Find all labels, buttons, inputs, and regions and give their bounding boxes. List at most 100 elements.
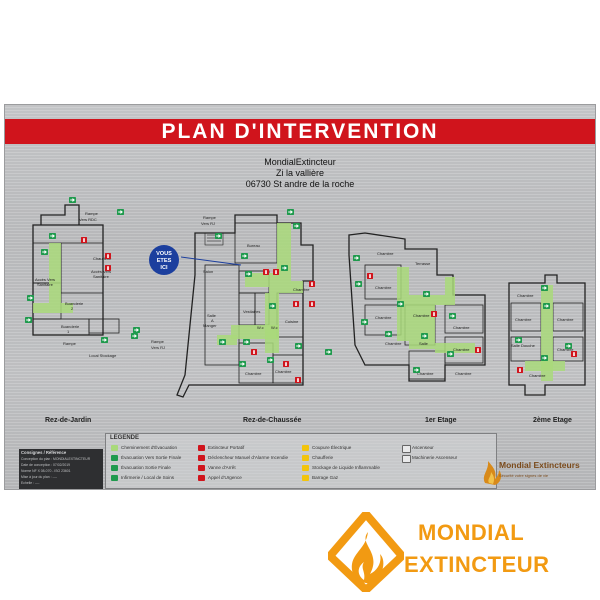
alarm-call-point-icon [198,455,205,461]
flammable-storage-icon [302,465,309,471]
svg-text:Chambre: Chambre [453,347,470,352]
extinguisher-icon [198,445,205,451]
legend-item: Extincteur Portatif [208,445,245,450]
svg-text:Vers RJ: Vers RJ [151,345,165,350]
brand-flame-logo-icon [328,512,404,592]
legend-item: Cheminement d'Évacuation [121,445,178,450]
legend-item: Évacuation Vers Sortie Finale [121,455,182,460]
legend-item: Appel d'Urgence [208,475,242,480]
svg-text:Chambre: Chambre [529,373,546,378]
svg-text:A: A [211,318,214,323]
info-line: Norme NF X 08-070 - ISO 23601 [21,469,71,473]
svg-text:Chambre: Chambre [557,347,574,352]
svg-text:Bureau: Bureau [247,243,260,248]
svg-text:Chambre: Chambre [515,317,532,322]
svg-text:Chambre: Chambre [417,371,434,376]
svg-text:Chambre: Chambre [453,325,470,330]
svg-text:Chambre: Chambre [275,369,292,374]
emergency-phone-icon [198,475,205,481]
info-line: Date de conception : 07/02/2019 [21,463,71,467]
svg-text:Chambre: Chambre [377,251,394,256]
svg-text:Chambre: Chambre [245,371,262,376]
plate-brand-name: Mondial Extincteurs [499,460,580,470]
svg-text:1: 1 [67,329,70,334]
svg-text:Vers RDC: Vers RDC [79,217,97,222]
legend-item: Machinerie Ascenseur [412,455,458,460]
info-header: Consignes / Référence [21,450,67,455]
svg-text:Rampe: Rampe [203,215,217,220]
floor-rez-de-jardin: Rampe Vers RDC Accès Vers Sanitaire Chau… [24,196,141,358]
svg-text:Rampe: Rampe [63,341,77,346]
final-exit-icon [111,465,118,471]
floor-label-2eme-etage: 2ème Etage [533,417,572,424]
svg-text:Salle: Salle [419,341,429,346]
floor-1er-etage: Chambre Terrasse Chambre Chambre Chambre… [348,232,486,382]
path-swatch-icon [111,445,118,451]
svg-text:Chambre: Chambre [375,315,392,320]
you-are-here-line-2: ETES [157,258,172,264]
title-banner [5,119,595,144]
brand-name-line-1: MONDIAL [418,520,525,545]
address-line-2: Zi la vallière [275,168,324,178]
svg-text:Vestiaires: Vestiaires [243,309,260,314]
shutoff-valve-icon [198,465,205,471]
floor-label-rez-de-chaussee: Rez-de-Chaussée [243,417,302,424]
svg-text:Chambre: Chambre [557,317,574,322]
svg-text:Chambre: Chambre [413,313,430,318]
legend-title: LEGENDE [110,435,140,441]
svg-text:Buanderie: Buanderie [65,301,84,306]
svg-text:Chambre: Chambre [385,341,402,346]
svg-text:2: 2 [71,306,74,311]
svg-text:Accès Vers: Accès Vers [35,277,55,282]
floor-plans-svg: Rampe Vers RDC Accès Vers Sanitaire Chau… [24,196,586,398]
legend-item: Coupure Électrique [312,445,352,450]
legend-item: Stockage de Liquide Inflammable [312,465,380,470]
svg-text:W.c: W.c [271,325,278,330]
info-line: Echelle : ---- [21,481,40,485]
intervention-plan-plate: PLAN D'INTERVENTION MondialExtincteur Zi… [4,104,596,490]
address-line-3: 06730 St andre de la roche [245,179,355,189]
floor-rez-de-chaussee: Rampe Vers RJ Bureau Salon Salle A Mange… [130,208,333,398]
svg-text:Chambre: Chambre [517,293,534,298]
svg-text:Salle Douche: Salle Douche [511,343,536,348]
electric-cutoff-icon [302,445,309,451]
legend-item: Chaufferie [312,455,334,460]
legend-item: Vanne d'Arrêt [208,465,236,470]
floor-label-1er-etage: 1er Etage [425,417,457,424]
first-aid-icon [111,475,118,481]
svg-text:Chambre: Chambre [455,371,472,376]
you-are-here-marker: VOUS ETES ICI [149,245,179,275]
plate-flame-logo-icon [483,461,502,485]
svg-text:Terrasse: Terrasse [415,261,431,266]
plan-title: PLAN D'INTERVENTION [161,120,439,143]
exit-arrow-icon [111,455,118,461]
legend-item: Évacuation Sortie Finale [121,465,171,470]
elevator-icon [402,445,411,453]
rj-room-rampe-label: Rampe [85,211,99,216]
you-are-here-line-1: VOUS [156,251,172,257]
svg-text:Sanitaire: Sanitaire [37,282,54,287]
floor-label-rez-de-jardin: Rez-de-Jardin [45,417,92,424]
svg-text:W.c: W.c [257,325,264,330]
svg-text:Local Stockage: Local Stockage [89,353,117,358]
svg-text:Salle: Salle [207,313,217,318]
svg-text:Chambre: Chambre [293,287,310,292]
svg-text:Sanitaire: Sanitaire [93,274,110,279]
svg-text:Chambre: Chambre [375,285,392,290]
info-line: Mise à jour du plan : ---- [21,475,57,479]
legend-item: Déclencheur Manuel d'Alarme Incendie [208,455,289,460]
info-line: Conception du plan : MONDIALEXTINCTEUR [21,457,91,461]
plate-brand-tagline: Sécurité votre signes de vie [499,473,549,478]
svg-text:Vers RJ: Vers RJ [201,221,215,226]
svg-text:Manger: Manger [203,323,217,328]
legend-item: Barrage Gaz [312,475,339,480]
floor-2eme-etage: Chambre Chambre Chambre Salle Douche Cha… [508,274,586,396]
svg-text:Accès Vers: Accès Vers [91,269,111,274]
svg-text:Chaufferie: Chaufferie [93,256,112,261]
svg-text:Rampe: Rampe [151,339,165,344]
boiler-room-icon [302,455,309,461]
you-are-here-line-3: ICI [160,265,168,271]
svg-text:Buanderie: Buanderie [61,324,80,329]
elevator-machinery-icon [402,455,411,463]
brand-name-line-2: EXTINCTEUR [404,552,550,577]
